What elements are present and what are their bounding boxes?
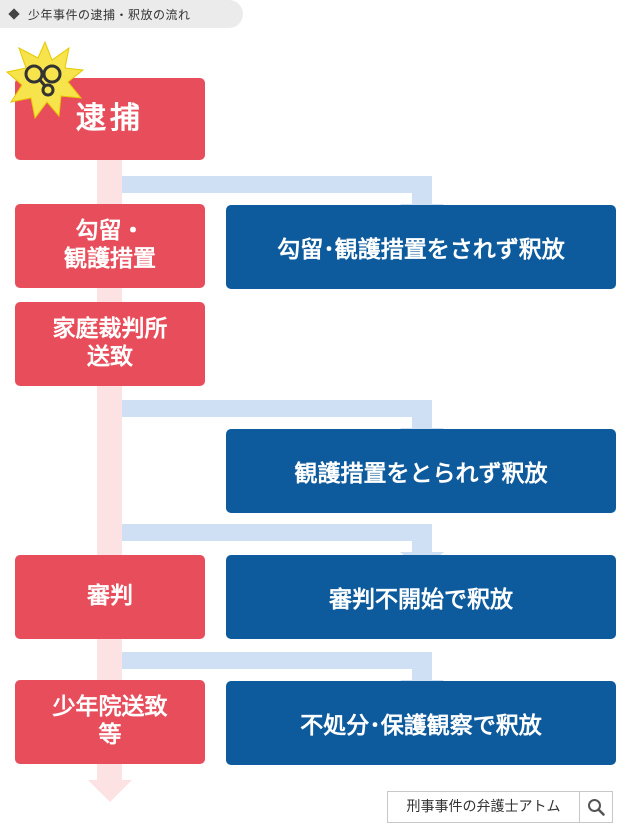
step-detention-line2: 観護措置 [64,246,156,272]
step-family-court-referral: 家庭裁判所 送致 [15,302,205,386]
diagram-title: 少年事件の逮捕・釈放の流れ [28,7,191,22]
outcome-release-3-label: 審判不開始で釈放 [329,587,513,613]
flow-trunk-arrow [88,780,132,802]
outcome-release-2: 観護措置をとられず釈放 [226,429,616,513]
step-hearing-label: 審判 [87,583,133,610]
step-referral-line2: 送致 [87,344,133,370]
outcome-release-4-label: 不処分･保護観察で釈放 [300,713,542,739]
search-icon[interactable] [580,792,612,822]
outcome-release-4: 不処分･保護観察で釈放 [226,681,616,765]
search-box[interactable]: 刑事事件の弁護士アトム [387,791,613,823]
step-arrest-label: 逮捕 [76,101,144,136]
step-detention: 勾留・ 観護措置 [15,204,205,288]
outcome-release-1-label: 勾留･観護措置をされず釈放 [277,237,565,263]
search-box-label: 刑事事件の弁護士アトム [388,792,580,822]
step-detention-line1: 勾留・ [75,218,145,245]
handcuffs-icon [5,40,85,120]
step-reformatory: 少年院送致 等 [15,680,205,764]
step-referral-line1: 家庭裁判所 [52,316,168,343]
step-hearing: 審判 [15,555,205,639]
diamond-bullet-icon [8,8,20,20]
outcome-release-2-label: 観護措置をとられず釈放 [294,461,548,487]
outcome-release-3: 審判不開始で釈放 [226,555,616,639]
diagram-title-tag: 少年事件の逮捕・釈放の流れ [0,0,243,28]
step-reformatory-line1: 少年院送致 [52,694,168,721]
outcome-release-1: 勾留･観護措置をされず釈放 [226,205,616,289]
step-reformatory-line2: 等 [98,722,122,748]
